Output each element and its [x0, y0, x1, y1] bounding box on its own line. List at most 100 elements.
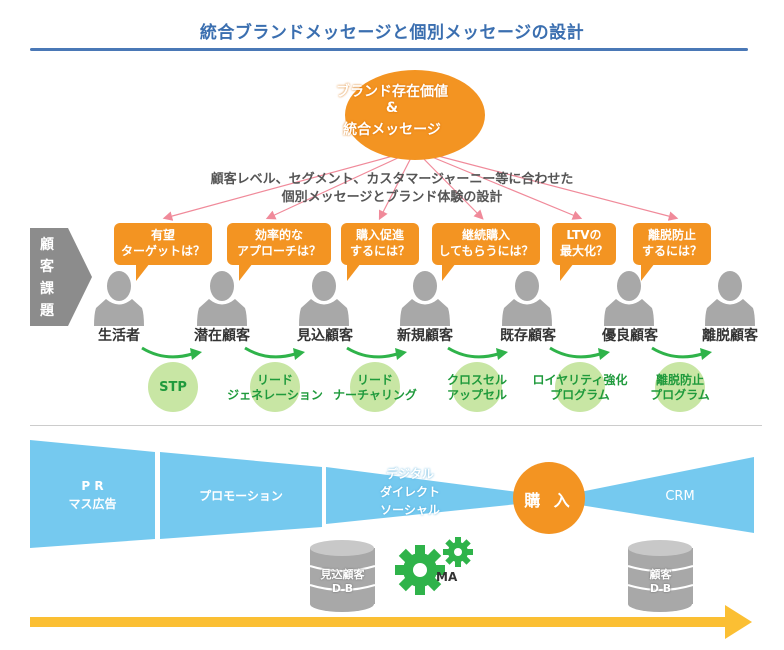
db-line: 顧客	[649, 568, 672, 581]
person-icon	[400, 268, 450, 326]
challenge-line1: 有望	[150, 228, 175, 242]
connector-line	[414, 149, 679, 221]
challenge-bubble: 離脱防止 するには？	[633, 223, 711, 281]
stage-label: 既存顧客	[500, 328, 556, 344]
funnel-line: ソーシャル	[380, 503, 440, 517]
db-line: 見込顧客	[320, 568, 365, 581]
challenge-line1: 継続購入	[461, 228, 510, 242]
bubble-tail	[641, 263, 655, 281]
tactic-line1: ロイヤリティ強化	[532, 373, 628, 387]
tactic-label: STP	[108, 380, 238, 395]
challenge-line1: 効率的な	[254, 228, 303, 242]
tactic-line1: リード	[356, 373, 393, 387]
bubble-tail	[136, 263, 150, 281]
challenge-line2: するには？	[349, 244, 410, 258]
tactic-label: 離脱防止 プログラム	[615, 373, 745, 403]
challenge-line2: するには？	[641, 244, 702, 258]
core-line2: &	[385, 100, 399, 116]
green-arrow	[244, 346, 296, 359]
tactic-line2: ナーチャリング	[333, 388, 417, 402]
tactic-line1: STP	[159, 380, 187, 395]
funnel-label-pr: P R マス広告	[30, 477, 155, 513]
challenge-bubble: 継続購入 してもらうには？	[432, 223, 540, 281]
connector-line	[414, 149, 583, 220]
diagram-title: 統合ブランドメッセージと個別メッセージの設計	[199, 23, 585, 43]
challenge-line2: ターゲットは？	[120, 244, 205, 258]
database-icon	[309, 540, 376, 612]
title-underline	[30, 48, 748, 51]
tactic-label: ロイヤリティ強化 プログラム	[515, 373, 645, 403]
customer-issue-tag	[30, 228, 92, 326]
person-icon	[705, 268, 755, 326]
green-arrow	[549, 346, 601, 359]
side-tag-char: 客	[40, 259, 54, 275]
db-line: D B	[649, 582, 672, 595]
challenge-line2: 最大化？	[559, 244, 608, 258]
tactic-circle	[452, 362, 502, 412]
subtitle-line1: 顧客レベル、セグメント、カスタマージャーニー等に合わせた	[210, 172, 574, 187]
bubble-tail	[560, 263, 574, 281]
challenge-line1: 購入促進	[355, 228, 404, 242]
funnel-segment-promotion	[160, 452, 322, 539]
tactic-circle	[555, 362, 605, 412]
stage-label: 潜在顧客	[194, 328, 250, 344]
challenge-bubble: 購入促進 するには？	[341, 223, 419, 281]
timeline-arrow-head	[725, 605, 752, 639]
stage-label: 生活者	[98, 328, 140, 344]
brand-core-circle	[345, 70, 485, 160]
timeline-arrow-shaft	[30, 617, 730, 627]
tactic-circle	[148, 362, 198, 412]
person-icon	[94, 268, 144, 326]
stage-label: 見込顧客	[297, 328, 353, 344]
tactic-circle	[655, 362, 705, 412]
db-line: D B	[331, 582, 354, 595]
person-icon	[299, 268, 349, 326]
connector-line	[378, 149, 416, 221]
stage-label: 離脱顧客	[702, 328, 758, 344]
tactic-line1: クロスセル	[446, 373, 507, 387]
side-tag-char: 顧	[40, 237, 54, 253]
ma-label: MA	[436, 570, 458, 584]
tactic-circle	[250, 362, 300, 412]
green-arrow	[447, 346, 499, 359]
connector-line	[265, 149, 416, 220]
subtitle-line2: 個別メッセージとブランド体験の設計	[281, 190, 503, 205]
green-arrow	[141, 346, 193, 359]
bubble-tail	[239, 263, 253, 281]
bubble-tail	[347, 263, 361, 281]
tactic-line2: プログラム	[650, 388, 710, 402]
challenge-line2: アプローチは？	[236, 244, 321, 258]
challenge-bubble: LTVの 最大化？	[552, 223, 616, 281]
challenge-line1: LTVの	[566, 228, 602, 242]
challenge-bubble: 有望 ターゲットは？	[114, 223, 212, 281]
gear-icon	[443, 537, 473, 567]
green-arrow	[346, 346, 398, 359]
challenge-bubble: 効率的な アプローチは？	[227, 223, 331, 281]
side-tag-char: 題	[40, 303, 54, 319]
tactic-line1: リード	[256, 373, 293, 387]
tactic-line2: アップセル	[446, 388, 507, 402]
tactic-line1: 離脱防止	[655, 373, 704, 387]
connector-line	[162, 149, 416, 221]
tactic-line2: ジェネレーション	[227, 388, 323, 402]
purchase-label: 購 入	[524, 491, 574, 510]
database-icon	[627, 540, 694, 612]
db-label: 見込顧客 D B	[310, 568, 375, 596]
funnel-label-promotion: プロモーション	[199, 489, 283, 503]
stage-label: 新規顧客	[397, 328, 453, 344]
challenge-line2: してもらうには？	[438, 244, 534, 258]
core-line3: 統合メッセージ	[343, 122, 441, 138]
person-icon	[197, 268, 247, 326]
bubble-tail	[442, 263, 456, 281]
tactic-label: リード ジェネレーション	[210, 373, 340, 403]
funnel-segment-crm	[580, 457, 754, 533]
funnel-segment-digital	[326, 467, 518, 524]
tactic-line2: プログラム	[550, 388, 610, 402]
challenge-line1: 離脱防止	[647, 228, 696, 242]
funnel-line: マス広告	[68, 497, 117, 511]
funnel-label-digital: デジタル ダイレクト ソーシャル	[360, 465, 460, 519]
tactic-label: リード ナーチャリング	[310, 373, 440, 403]
